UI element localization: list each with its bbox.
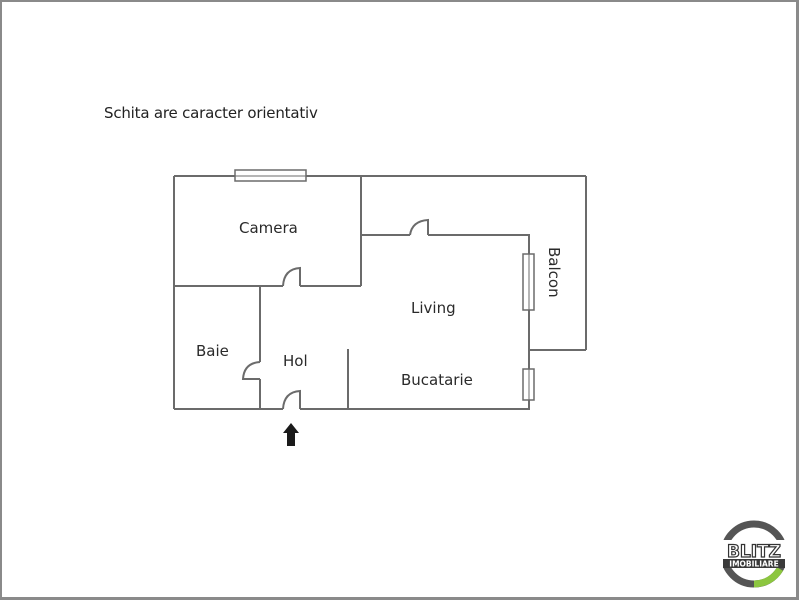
room-label-camera: Camera (239, 219, 298, 237)
entry-arrow-icon (283, 423, 299, 446)
window-icon (234, 169, 535, 401)
logo-text-imobiliare: IMOBILIARE (729, 560, 778, 569)
room-label-hol: Hol (283, 352, 308, 370)
blitz-logo: BLITZ IMOBILIARE (720, 520, 788, 588)
room-label-living: Living (411, 299, 456, 317)
door-icon (241, 218, 429, 410)
room-label-balcon: Balcon (545, 247, 563, 298)
logo-text-blitz: BLITZ (727, 542, 781, 562)
disclaimer-note: Schita are caracter orientativ (104, 104, 318, 122)
room-label-bucatarie: Bucatarie (401, 371, 473, 389)
room-label-baie: Baie (196, 342, 229, 360)
